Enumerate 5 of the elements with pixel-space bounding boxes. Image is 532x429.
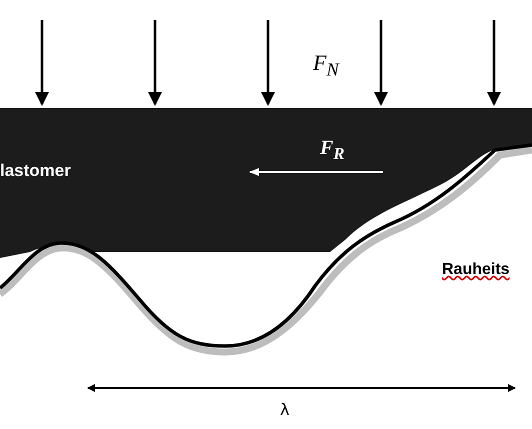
- material-label: lastomer: [0, 162, 71, 179]
- dimension-label: λ: [280, 402, 290, 418]
- force-label: F$_{N}$: [313, 52, 339, 79]
- force-label: F$_{R}$: [320, 138, 344, 163]
- material-label: Rauheits: [442, 262, 510, 278]
